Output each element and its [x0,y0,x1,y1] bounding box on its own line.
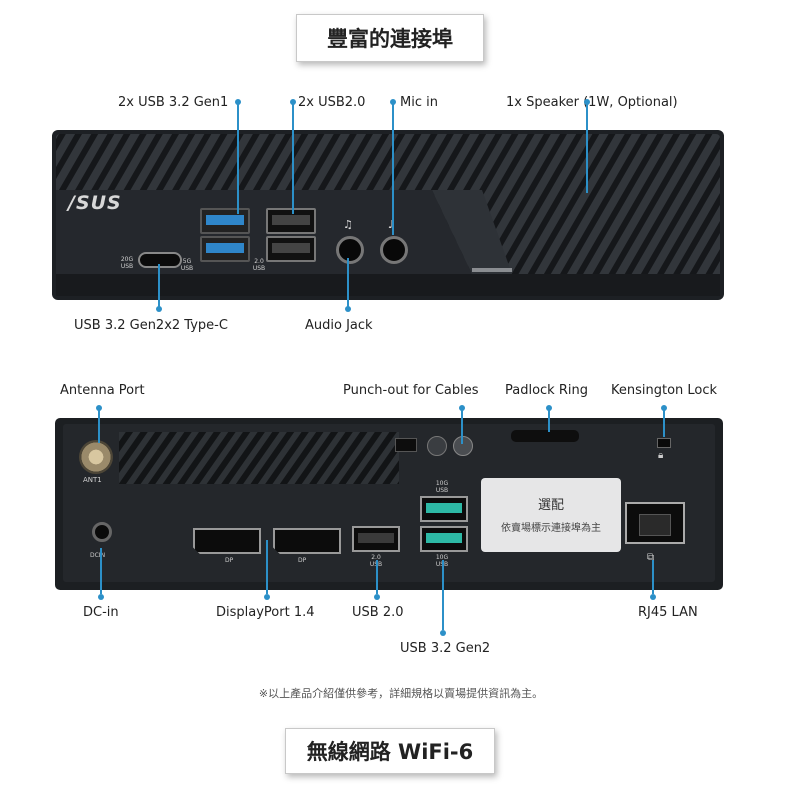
leader-dot-audio [345,306,351,312]
leader-line-mic [392,103,394,235]
mark-typec: 20G USB [120,256,134,270]
usb20-port-2[interactable] [266,236,316,262]
label-usb20-rear: USB 2.0 [352,605,404,620]
label-rj45: RJ45 LAN [638,605,698,620]
asus-logo: /SUS [68,192,122,214]
screw-1 [427,436,447,456]
leader-dot-dcin [98,594,104,600]
leader-dot-rj45 [650,594,656,600]
optional-tag: 選配 依賣場標示連接埠為主 [481,478,621,552]
microphone-icon: ♩ [388,218,394,231]
leader-dot-padlock [546,405,552,411]
leader-dot-kensington [661,405,667,411]
audio-jack-port[interactable] [336,236,364,264]
front-panel: /SUS 20G USB 5G USB 2.0 USB ♫ ♩ [52,130,724,300]
leader-line-displayport [266,540,268,594]
mark-ant: ANT1 [83,476,102,484]
leader-dot-usb32gen1 [235,99,241,105]
usb32-gen2-port-1[interactable] [420,496,468,522]
antenna-port[interactable] [79,440,113,474]
mark-usb-top: 10G USB [435,480,449,494]
label-mic-in: Mic in [400,95,438,110]
optional-tag-subtitle: 依賣場標示連接埠為主 [501,523,601,534]
leader-line-usb20 [292,103,294,214]
dc-in-port[interactable] [92,522,112,542]
leader-line-padlock [548,409,550,432]
leader-line-antenna [98,409,100,443]
rj45-lan-port[interactable] [625,502,685,544]
front-chassis [52,130,724,300]
wifi-title: 無線網路 WiFi-6 [285,728,495,774]
leader-dot-typec [156,306,162,312]
usb32-gen2-port-2[interactable] [420,526,468,552]
label-usb32-gen2: USB 3.2 Gen2 [400,641,491,656]
mark-usb-a1: 5G USB [180,258,194,272]
leader-line-usb20 [376,560,378,594]
leader-dot-mic [390,99,396,105]
label-punchout: Punch-out for Cables [343,383,479,398]
lock-icon: 🔒︎ [658,450,664,461]
leader-dot-usb32gen2 [440,630,446,636]
label-kensington: Kensington Lock [611,383,718,398]
mark-usb-bottom: 10G USB [435,554,449,568]
mic-in-port[interactable] [380,236,408,264]
mark-dcin: DCIN [90,552,106,559]
headphone-icon: ♫ [343,218,353,231]
network-icon: ⧉ [647,552,655,563]
displayport-1[interactable] [193,528,261,554]
leader-dot-speaker [584,99,590,105]
displayport-2[interactable] [273,528,341,554]
leader-line-kensington [663,409,665,437]
label-displayport: DisplayPort 1.4 [216,605,315,620]
kensington-lock-slot[interactable] [657,438,671,448]
leader-line-usb32gen2 [442,560,444,630]
label-type-c: USB 3.2 Gen2x2 Type-C [74,318,228,333]
punch-out-slot[interactable] [395,438,417,452]
optional-tag-title: 選配 [537,498,564,513]
rear-panel: ANT1 🔒︎ DCIN DP DP 2.0 USB 10G USB 10G U… [55,418,723,590]
mark-usb-a2: 2.0 USB [252,258,266,272]
label-antenna: Antenna Port [60,383,145,398]
leader-dot-usb20 [290,99,296,105]
mark-dp-1: DP [225,557,234,564]
leader-line-rj45 [652,560,654,594]
rear-chassis [55,418,723,590]
label-padlock: Padlock Ring [505,383,588,398]
disclaimer-note: ※以上產品介紹僅供參考，詳細規格以賣場提供資訊為主。 [258,687,544,700]
label-speaker: 1x Speaker (1W, Optional) [506,95,678,110]
leader-line-punchout [461,409,463,444]
label-audio-jack: Audio Jack [305,318,373,333]
leader-dot-punchout [459,405,465,411]
usb32-gen1-port-2[interactable] [200,236,250,262]
leader-dot-antenna [96,405,102,411]
punch-out-screw[interactable] [453,436,473,456]
leader-line-dcin [100,548,102,594]
leader-line-usb32gen1 [237,103,239,214]
usb32-gen1-port-1[interactable] [200,208,250,234]
usb-type-c-port[interactable] [138,252,182,268]
page-title: 豐富的連接埠 [296,14,484,62]
label-usb32gen1: 2x USB 3.2 Gen1 [118,95,229,110]
leader-dot-usb20 [374,594,380,600]
leader-line-typec [158,264,160,308]
usb20-rear-port[interactable] [352,526,400,552]
leader-line-speaker [586,103,588,193]
label-dc-in: DC-in [83,605,119,620]
leader-dot-displayport [264,594,270,600]
mark-usb2: 2.0 USB [370,554,382,568]
mark-dp-2: DP [298,557,307,564]
usb20-port-1[interactable] [266,208,316,234]
leader-line-audio [347,258,349,308]
label-usb20: 2x USB2.0 [298,95,366,110]
